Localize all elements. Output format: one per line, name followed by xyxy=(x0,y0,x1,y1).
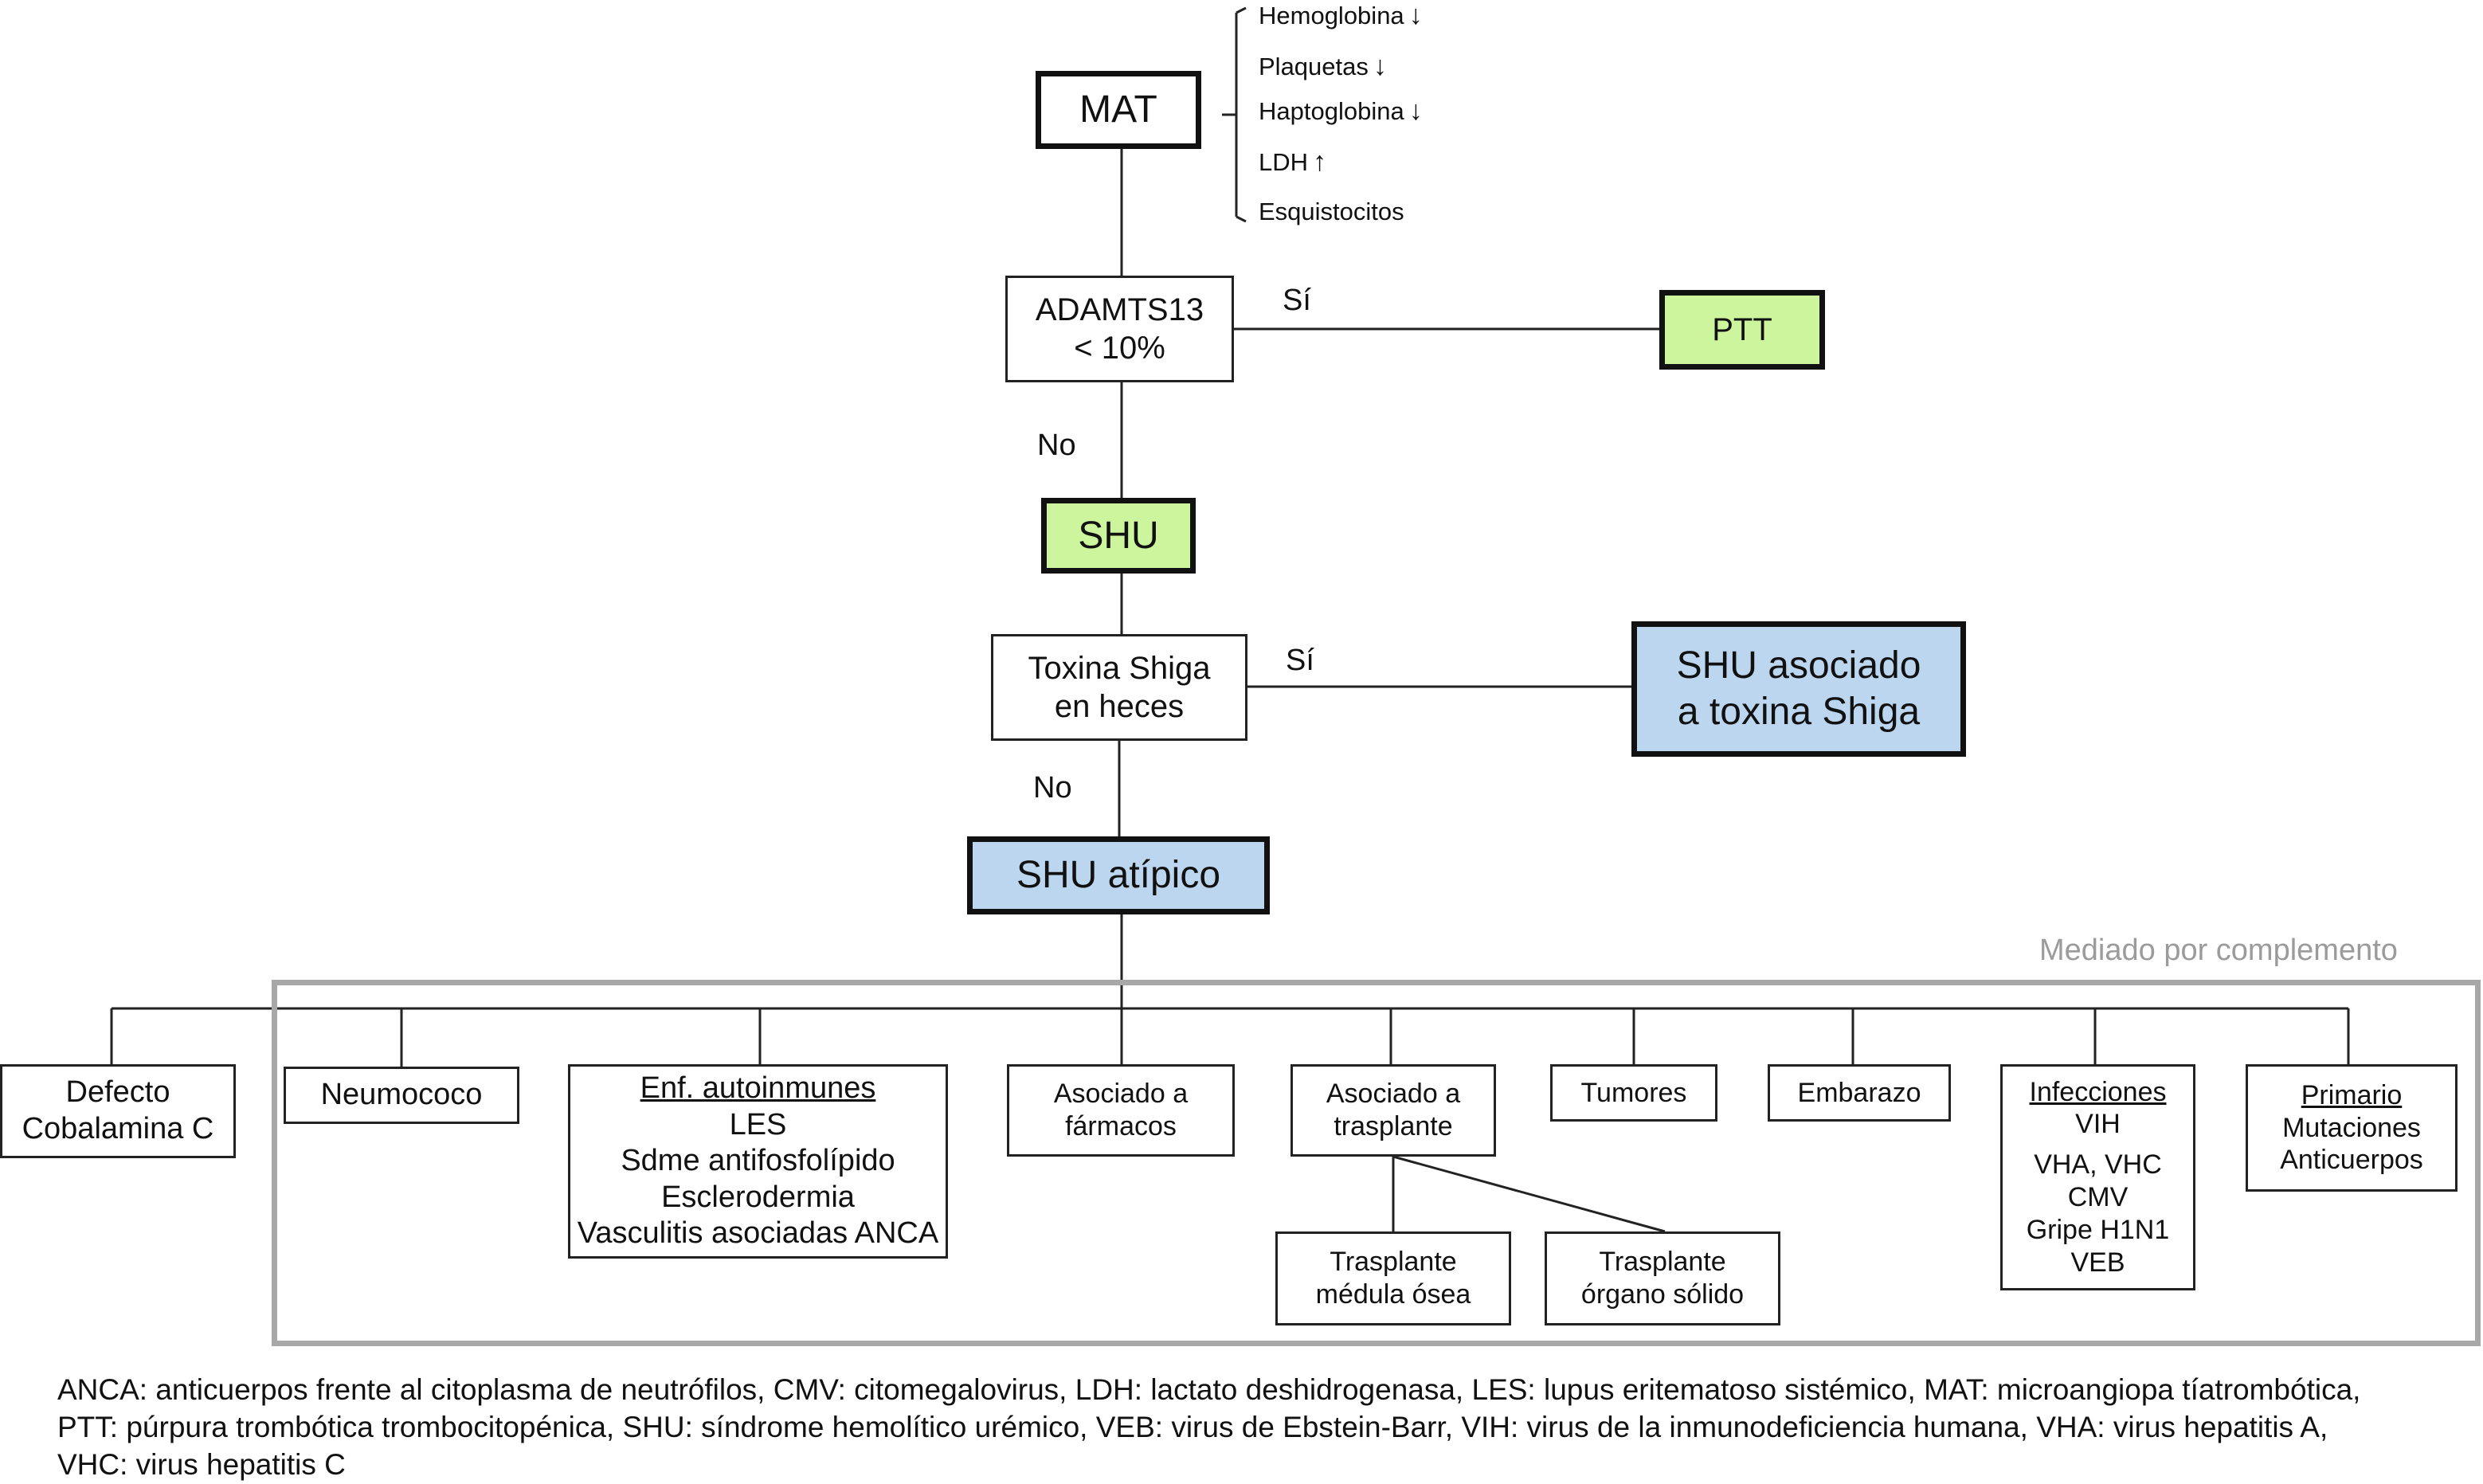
cause-item: Esclerodermia xyxy=(661,1180,855,1214)
abbreviations-footnote: ANCA: anticuerpos frente al citoplasma d… xyxy=(57,1373,2361,1481)
cause-label: Defecto xyxy=(65,1075,170,1110)
cause-item: Gripe H1N1 xyxy=(2026,1214,2170,1245)
cause-tumores-node: Tumores xyxy=(1550,1064,1717,1122)
criterion-ldh: LDH↑ xyxy=(1259,147,1326,178)
cause-item: Sdme antifosfolípido xyxy=(621,1144,895,1178)
cause-farmacos-node: Asociado a fármacos xyxy=(1007,1064,1235,1157)
cause-item: Vasculitis asociadas ANCA xyxy=(577,1216,939,1251)
cause-sublabel: fármacos xyxy=(1065,1111,1177,1141)
cause-item: VEB xyxy=(2070,1247,2125,1278)
shu-shiga-node: SHU asociado a toxina Shiga xyxy=(1631,621,1966,757)
adamts13-label: ADAMTS13 xyxy=(1035,292,1204,327)
adamts13-no-label: No xyxy=(1037,429,1076,462)
trasplante-organo-node: Trasplante órgano sólido xyxy=(1545,1231,1780,1325)
cause-title: Primario xyxy=(2301,1079,2403,1110)
adamts13-node: ADAMTS13 < 10% xyxy=(1005,276,1234,382)
cause-item: VHA, VHC xyxy=(2034,1149,2162,1181)
adamts13-threshold: < 10% xyxy=(1074,331,1165,366)
cause-sublabel: trasplante xyxy=(1334,1111,1453,1141)
cause-embarazo-node: Embarazo xyxy=(1768,1064,1951,1122)
shu-shiga-label: SHU asociado xyxy=(1676,644,1921,687)
cause-label: Asociado a xyxy=(1326,1079,1461,1110)
subtype-sublabel: órgano sólido xyxy=(1580,1279,1745,1310)
shiga-toxin-label: Toxina Shiga xyxy=(1028,651,1211,686)
cause-sublabel: Cobalamina C xyxy=(22,1112,214,1145)
cause-title: Infecciones xyxy=(2029,1076,2167,1107)
mat-node: MAT xyxy=(1036,71,1201,149)
criterion-label: Haptoglobina xyxy=(1259,97,1404,125)
cause-item: LES xyxy=(729,1107,787,1141)
criterion-plaquetas: Plaquetas↓ xyxy=(1259,51,1387,82)
criterion-haptoglobina: Haptoglobina↓ xyxy=(1259,96,1423,127)
cause-item: VIH xyxy=(2075,1109,2121,1140)
shiga-no-label: No xyxy=(1033,771,1072,805)
shu-atipico-label: SHU atípico xyxy=(1016,854,1221,897)
cause-infecciones-node: Infecciones VIH VHA, VHC CMV Gripe H1N1 … xyxy=(2000,1064,2195,1290)
criterion-label: Esquistocitos xyxy=(1259,198,1404,225)
ptt-label: PTT xyxy=(1712,312,1772,347)
cause-item: CMV xyxy=(2067,1182,2129,1212)
criterion-hemoglobina: Hemoglobina↓ xyxy=(1259,0,1423,31)
arrow-down-icon: ↓ xyxy=(1408,0,1423,30)
cause-neumococo-node: Neumococo xyxy=(284,1067,519,1124)
complement-frame xyxy=(272,980,2481,1346)
mat-label: MAT xyxy=(1079,88,1157,131)
adamts13-yes-label: Sí xyxy=(1283,284,1311,317)
cause-item: Mutaciones xyxy=(2282,1112,2421,1143)
cause-item: Anticuerpos xyxy=(2280,1145,2423,1176)
criterion-label: LDH xyxy=(1259,148,1309,176)
subtype-label: Trasplante xyxy=(1330,1247,1457,1278)
cause-label: Asociado a xyxy=(1053,1079,1189,1110)
cause-cobalamina-node: Defecto Cobalamina C xyxy=(0,1064,236,1158)
shiga-toxin-node: Toxina Shiga en heces xyxy=(991,634,1247,741)
shiga-toxin-sublabel: en heces xyxy=(1054,689,1185,724)
criterion-esquistocitos: Esquistocitos xyxy=(1259,198,1404,226)
shu-label: SHU xyxy=(1078,514,1159,557)
cause-label: Neumococo xyxy=(320,1078,483,1112)
cause-title: Enf. autoinmunes xyxy=(640,1071,876,1106)
subtype-label: Trasplante xyxy=(1599,1247,1726,1278)
subtype-sublabel: médula ósea xyxy=(1315,1279,1471,1310)
cause-primario-node: Primario Mutaciones Anticuerpos xyxy=(2246,1064,2458,1192)
shu-atipico-node: SHU atípico xyxy=(967,836,1270,914)
ptt-node: PTT xyxy=(1659,290,1825,370)
shu-shiga-sublabel: a toxina Shiga xyxy=(1677,691,1921,733)
criterion-label: Hemoglobina xyxy=(1259,2,1404,29)
criterion-label: Plaquetas xyxy=(1259,53,1369,80)
shiga-yes-label: Sí xyxy=(1286,644,1314,677)
arrow-up-icon: ↑ xyxy=(1313,147,1327,177)
cause-autoinmunes-node: Enf. autoinmunes LES Sdme antifosfolípid… xyxy=(568,1064,948,1259)
shu-node: SHU xyxy=(1041,498,1196,574)
arrow-down-icon: ↓ xyxy=(1373,51,1387,81)
cause-label: Tumores xyxy=(1580,1077,1687,1108)
cause-trasplante-node: Asociado a trasplante xyxy=(1290,1064,1496,1157)
complement-label: Mediado por complemento xyxy=(2039,934,2398,967)
arrow-down-icon: ↓ xyxy=(1408,96,1423,126)
trasplante-medula-node: Trasplante médula ósea xyxy=(1275,1231,1511,1325)
cause-label: Embarazo xyxy=(1797,1077,1921,1108)
